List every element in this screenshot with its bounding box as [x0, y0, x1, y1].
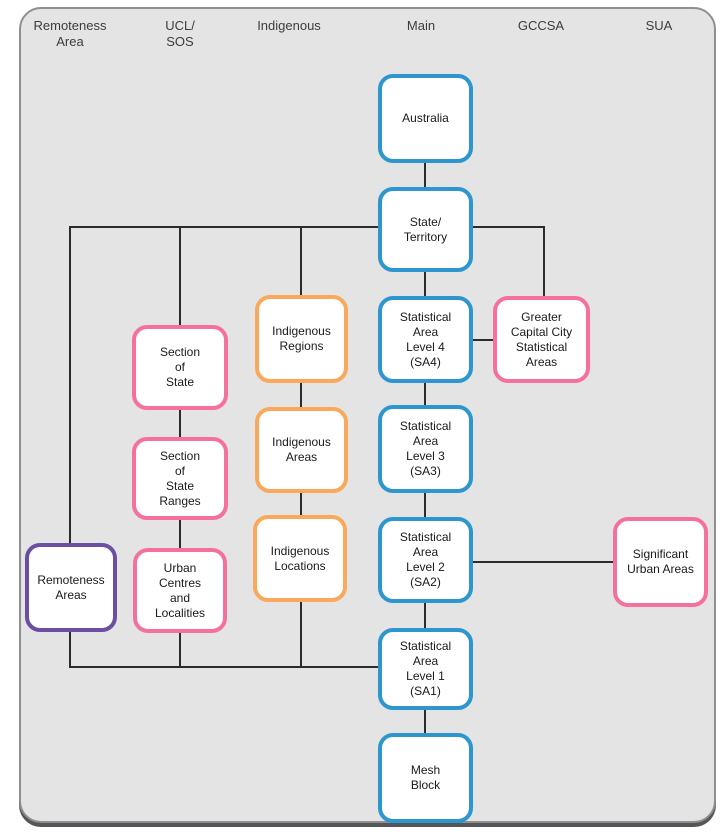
connector-bottom-bus [69, 666, 378, 668]
node-state-territory: State/ Territory [378, 187, 473, 272]
connector-state-left-bus [69, 226, 378, 228]
connector-sa3-sa2 [424, 493, 426, 517]
connector-state-right-bus [473, 226, 545, 228]
connector-australia-state [424, 163, 426, 187]
connector-state-sa4 [424, 272, 426, 296]
connector-bus-indigenousregions [300, 226, 302, 295]
column-header-indigenous: Indigenous [257, 18, 321, 33]
connector-sa4-sa3 [424, 383, 426, 405]
node-urban-centres-localities: Urban Centres and Localities [133, 548, 227, 633]
connector-remoteness-bottombus [69, 632, 71, 668]
node-section-of-state: Section of State [132, 325, 228, 410]
node-sa1: Statistical Area Level 1 (SA1) [378, 628, 473, 710]
column-header-ucl-sos: UCL/ SOS [165, 18, 195, 49]
connector-urban-bottombus [179, 633, 181, 668]
node-gccsa: Greater Capital City Statistical Areas [493, 296, 590, 383]
column-header-main: Main [406, 18, 436, 33]
connector-bus-sectionofstate [179, 226, 181, 325]
node-indigenous-locations: Indigenous Locations [253, 515, 347, 602]
diagram-frame [19, 7, 716, 823]
connector-bus-remoteness [69, 226, 71, 543]
column-header-sua: SUA [645, 18, 673, 33]
node-indigenous-areas: Indigenous Areas [255, 407, 348, 493]
connector-sos-ranges [179, 410, 181, 437]
node-remoteness-areas: Remoteness Areas [25, 543, 117, 632]
node-mesh-block: Mesh Block [378, 733, 473, 823]
column-header-gccsa: GCCSA [517, 18, 565, 33]
connector-sa2-sa1 [424, 603, 426, 628]
connector-bus-gccsa [543, 226, 545, 296]
connector-regions-areas [300, 383, 302, 407]
node-sa3: Statistical Area Level 3 (SA3) [378, 405, 473, 493]
node-sua: Significant Urban Areas [613, 517, 708, 607]
connector-areas-locations [300, 493, 302, 515]
connector-sa4-gccsa [473, 339, 493, 341]
node-sa4: Statistical Area Level 4 (SA4) [378, 296, 473, 383]
connector-sa2-sua [473, 561, 613, 563]
connector-ranges-urban [179, 520, 181, 548]
connector-sa1-meshblock [424, 710, 426, 733]
node-indigenous-regions: Indigenous Regions [255, 295, 348, 383]
node-section-of-state-ranges: Section of State Ranges [132, 437, 228, 520]
column-header-remoteness-area: Remoteness Area [33, 18, 107, 49]
node-australia: Australia [378, 74, 473, 163]
node-sa2: Statistical Area Level 2 (SA2) [378, 517, 473, 603]
connector-locations-bottombus [300, 602, 302, 668]
